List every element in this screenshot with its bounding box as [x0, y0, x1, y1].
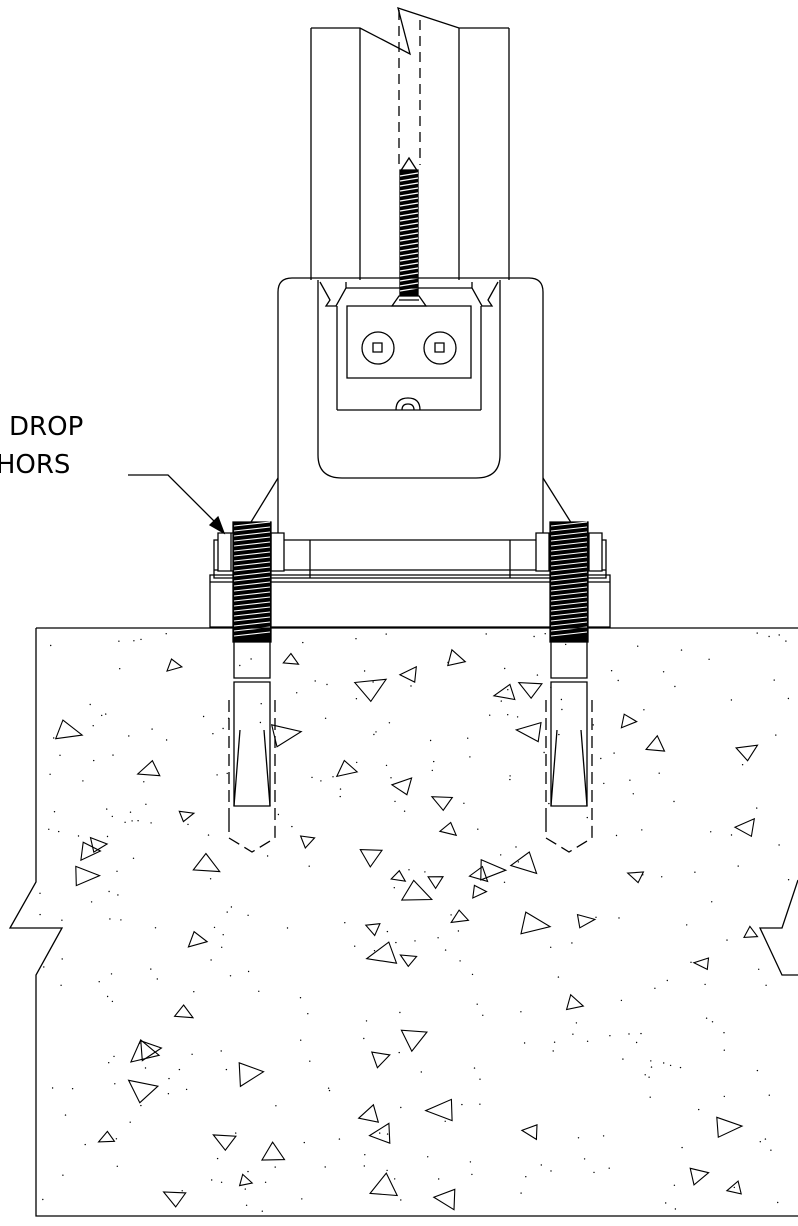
bracket-housing: [240, 278, 582, 540]
rod-thread-pattern: [234, 522, 587, 636]
concrete-slab: [10, 628, 798, 1216]
callout-line-2: ICHORS: [0, 450, 71, 480]
left-anchor: [218, 522, 284, 852]
vertical-post: [311, 8, 509, 280]
top-screw: [392, 158, 426, 306]
right-anchor: [536, 522, 602, 852]
callout-leader: [128, 475, 224, 533]
callout-line-1: S. DROP: [0, 412, 84, 442]
